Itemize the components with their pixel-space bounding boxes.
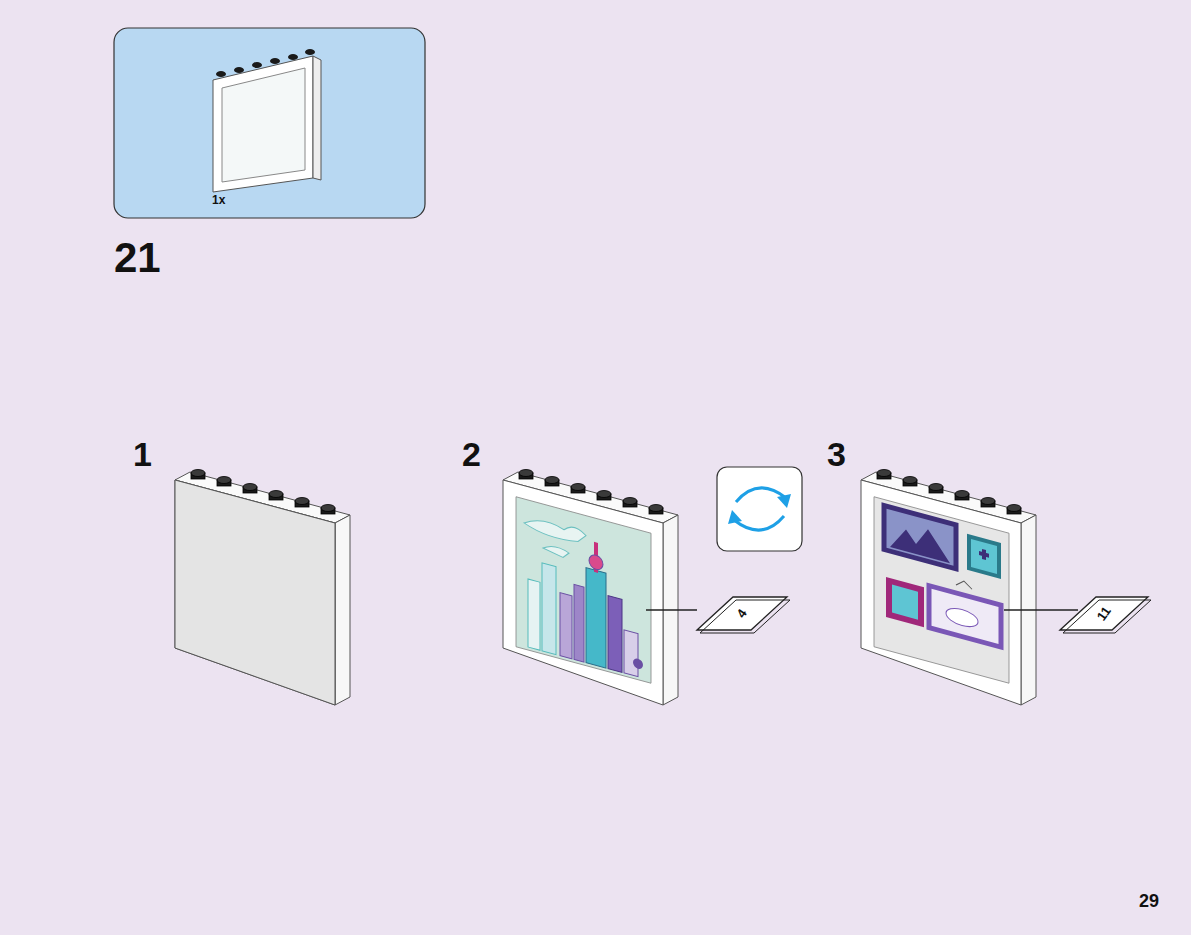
sticker-sheet-shadow (1063, 600, 1151, 633)
sticker-sheet-shadow (700, 600, 790, 633)
wall-panel-frames (861, 470, 1036, 706)
sticker-number: 11 (1095, 604, 1114, 623)
substep-number: 1 (133, 437, 152, 471)
sticker-number: 11 (1084, 600, 1124, 627)
rotate-icon (717, 467, 802, 551)
sticker-number: 4 (735, 607, 750, 620)
leader-line (646, 609, 697, 610)
substep-number: 2 (462, 437, 481, 471)
part-count: 1x (212, 194, 225, 206)
page-number: 29 (1139, 892, 1159, 910)
sticker-sheet (697, 597, 787, 630)
wall-panel-plain (175, 470, 350, 706)
sticker-sheet (1060, 597, 1148, 630)
panel-part (213, 49, 321, 192)
parts-callout (114, 28, 425, 218)
leader-line (1004, 609, 1078, 610)
wall-panel-city (503, 470, 678, 706)
parts-callout: 1x (114, 28, 425, 218)
sticker-number: 4 (722, 600, 762, 627)
step-number: 21 (114, 237, 161, 279)
substep-number: 3 (827, 437, 846, 471)
